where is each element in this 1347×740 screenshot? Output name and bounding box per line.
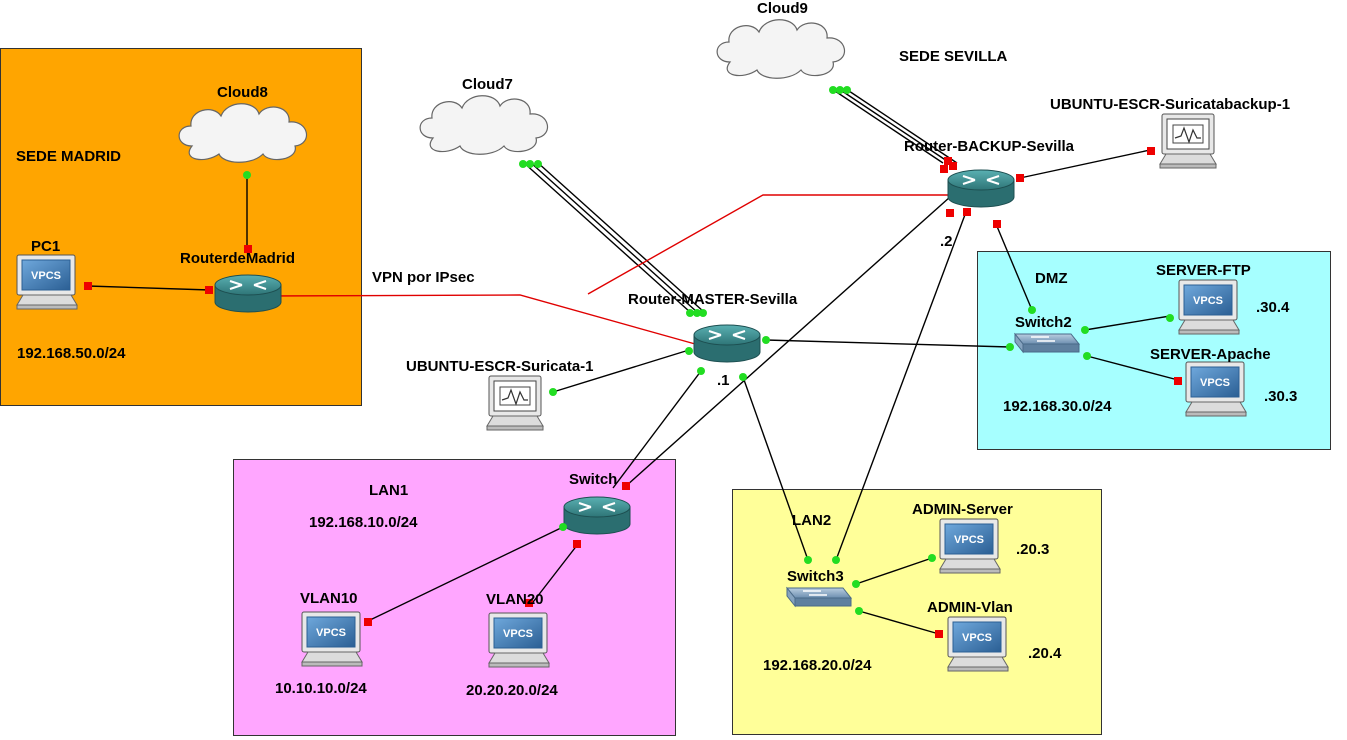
link-switch3-admin-server	[855, 557, 933, 585]
vlan10-subnet-label: 10.10.10.0/24	[275, 680, 367, 697]
svg-text:VPCS: VPCS	[954, 534, 984, 546]
zone-madrid-title: SEDE MADRID	[16, 148, 121, 165]
link-master-ubuntu	[552, 349, 690, 393]
pc1-label: PC1	[31, 238, 60, 255]
link-backup-switch3	[835, 211, 967, 561]
router-switch-lan1-icon[interactable]	[563, 496, 631, 535]
link-master-switch3	[742, 376, 809, 561]
link-cloud7-master-a	[522, 161, 691, 313]
ubuntu-suricata-label: UBUNTU-ESCR-Suricata-1	[406, 358, 594, 375]
link-master-dmz-switch	[765, 339, 1011, 348]
admin-server-ip-label: .20.3	[1016, 541, 1049, 558]
admin-vlan-ip-label: .20.4	[1028, 645, 1062, 662]
link-switch2-ftp	[1084, 315, 1171, 331]
cloud7-icon[interactable]	[419, 95, 549, 155]
ubuntu-backup-label: UBUNTU-ESCR-Suricatabackup-1	[1050, 96, 1290, 113]
svg-text:VPCS: VPCS	[31, 270, 61, 282]
cloud7-label: Cloud7	[462, 76, 513, 93]
zone-lan1-title: LAN1	[369, 482, 408, 499]
switch2-icon[interactable]	[1014, 333, 1080, 353]
zone-madrid	[0, 48, 362, 406]
router-master-label: Router-MASTER-Sevilla	[628, 291, 798, 308]
zone-dmz-title: DMZ	[1035, 270, 1068, 287]
zone-lan1-subnet: 192.168.10.0/24	[309, 514, 418, 531]
link-backup-switch-lan1	[625, 196, 951, 487]
links	[87, 88, 1179, 635]
link-switch2-apache	[1086, 355, 1179, 381]
apache-ip-label: .30.3	[1264, 388, 1297, 405]
link-pc1-router-madrid	[87, 285, 211, 291]
link-backup-switch2	[995, 223, 1033, 311]
zone-madrid-subnet: 192.168.50.0/24	[17, 345, 126, 362]
zone-lan2-title: LAN2	[792, 512, 831, 529]
router-madrid-label: RouterdeMadrid	[180, 250, 295, 267]
server-apache-label: SERVER-Apache	[1150, 346, 1271, 363]
svg-text:VPCS: VPCS	[503, 628, 533, 640]
zone-lan2	[732, 489, 1102, 735]
link-cloud7-master-b	[529, 161, 698, 313]
pc1-icon[interactable]: VPCS	[16, 254, 78, 310]
svg-text:VPCS: VPCS	[1200, 377, 1230, 389]
switch3-icon[interactable]	[786, 587, 852, 607]
server-ftp-icon[interactable]: VPCS	[1178, 279, 1240, 335]
admin-server-icon[interactable]: VPCS	[939, 518, 1001, 574]
vlan20-label: VLAN20	[486, 591, 544, 608]
admin-vlan-icon[interactable]: VPCS	[947, 616, 1009, 672]
cloud9-label: Cloud9	[757, 0, 808, 17]
vlan10-label: VLAN10	[300, 590, 358, 607]
zone-sevilla-title: SEDE SEVILLA	[899, 48, 1008, 65]
vlan20-subnet-label: 20.20.20.0/24	[466, 682, 558, 699]
svg-text:VPCS: VPCS	[962, 632, 992, 644]
server-ftp-label: SERVER-FTP	[1156, 262, 1251, 279]
cloud9-icon[interactable]	[716, 19, 846, 79]
master-ip-label: .1	[717, 372, 730, 389]
ports-down	[84, 147, 1182, 638]
svg-text:VPCS: VPCS	[1193, 295, 1223, 307]
ubuntu-backup-icon[interactable]	[1159, 113, 1217, 169]
labels: SEDE MADRID 192.168.50.0/24 SEDE SEVILLA…	[16, 0, 1297, 699]
vpn-tunnel	[261, 194, 948, 350]
ports-up	[243, 86, 1174, 615]
admin-server-label: ADMIN-Server	[912, 501, 1013, 518]
router-madrid-icon[interactable]	[214, 274, 282, 313]
link-master-switch-lan1	[612, 370, 702, 489]
link-switch-vlan10	[367, 526, 564, 622]
ftp-ip-label: .30.4	[1256, 299, 1290, 316]
router-master-icon[interactable]	[693, 324, 761, 363]
router-backup-icon[interactable]	[947, 169, 1015, 208]
cloud8-label: Cloud8	[217, 84, 268, 101]
switch2-label: Switch2	[1015, 314, 1072, 331]
router-backup-label: Router-BACKUP-Sevilla	[904, 138, 1075, 155]
zone-lan2-subnet: 192.168.20.0/24	[763, 657, 872, 674]
svg-text:VPCS: VPCS	[316, 627, 346, 639]
backup-ip-label: .2	[940, 233, 953, 250]
vlan20-icon[interactable]: VPCS	[488, 612, 550, 668]
link-cloud9-backup-c	[845, 88, 958, 164]
link-cloud9-backup-a	[831, 88, 944, 164]
link-cloud7-master-c	[536, 161, 705, 313]
link-backup-ubuntu-backup	[1019, 149, 1151, 179]
switch-lan1-label: Switch	[569, 471, 617, 488]
ubuntu-suricata-icon[interactable]	[486, 375, 544, 431]
switch3-label: Switch3	[787, 568, 844, 585]
vpn-label: VPN por IPsec	[372, 269, 475, 286]
link-cloud9-backup-b	[838, 88, 951, 164]
vlan10-icon[interactable]: VPCS	[301, 611, 363, 667]
link-switch-vlan20	[529, 543, 579, 607]
link-switch3-admin-vlan	[858, 610, 940, 635]
admin-vlan-label: ADMIN-Vlan	[927, 599, 1013, 616]
server-apache-icon[interactable]: VPCS	[1185, 361, 1247, 417]
zone-dmz-subnet: 192.168.30.0/24	[1003, 398, 1112, 415]
